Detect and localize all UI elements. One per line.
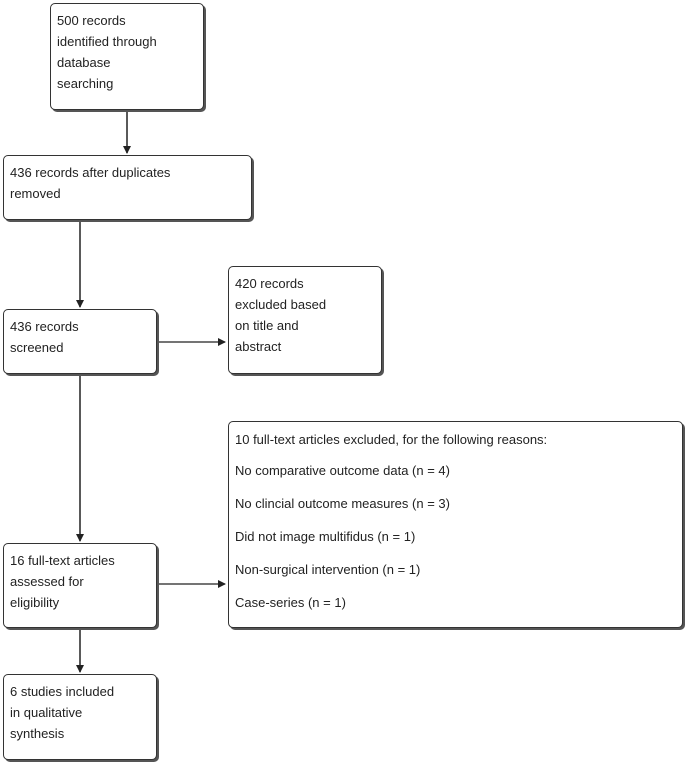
box-text-line: removed xyxy=(10,186,61,201)
exclusion-reason: Did not image multifidus (n = 1) xyxy=(235,529,416,544)
box-text-line: synthesis xyxy=(10,726,65,741)
exclusion-reason: No comparative outcome data (n = 4) xyxy=(235,463,450,478)
exclusion-heading: 10 full-text articles excluded, for the … xyxy=(235,432,548,447)
exclusion-reasons-list: No comparative outcome data (n = 4) No c… xyxy=(235,460,676,613)
fulltext-assessed-box: 16 full-text articles assessed for eligi… xyxy=(3,543,157,628)
records-identified-box: 500 records identified through database … xyxy=(50,3,204,110)
box-text-line: abstract xyxy=(235,339,282,354)
box-text-line: 436 records xyxy=(10,319,79,334)
fulltext-excluded-box: 10 full-text articles excluded, for the … xyxy=(228,421,683,628)
box-text-line: searching xyxy=(57,76,114,91)
box-text-line: 6 studies included xyxy=(10,684,115,699)
box-text-line: assessed for xyxy=(10,574,84,589)
records-screened-box: 436 records screened xyxy=(3,309,157,374)
box-text-line: 436 records after duplicates xyxy=(10,165,171,180)
excluded-title-abstract-box: 420 records excluded based on title and … xyxy=(228,266,382,374)
box-text-line: screened xyxy=(10,340,64,355)
exclusion-reason: Non-surgical intervention (n = 1) xyxy=(235,562,421,577)
box-text-line: in qualitative xyxy=(10,705,83,720)
exclusion-reason: Case-series (n = 1) xyxy=(235,595,346,610)
box-text-line: database xyxy=(57,55,111,70)
box-text-line: identified through xyxy=(57,34,157,49)
box-text-line: excluded based xyxy=(235,297,327,312)
duplicates-removed-box: 436 records after duplicates removed xyxy=(3,155,252,220)
box-text-line: 420 records xyxy=(235,276,304,291)
box-text-line: 500 records xyxy=(57,13,126,28)
exclusion-reason: No clincial outcome measures (n = 3) xyxy=(235,496,450,511)
studies-included-box: 6 studies included in qualitative synthe… xyxy=(3,674,157,760)
box-text-line: 16 full-text articles xyxy=(10,553,115,568)
box-text-line: on title and xyxy=(235,318,299,333)
box-text-line: eligibility xyxy=(10,595,60,610)
